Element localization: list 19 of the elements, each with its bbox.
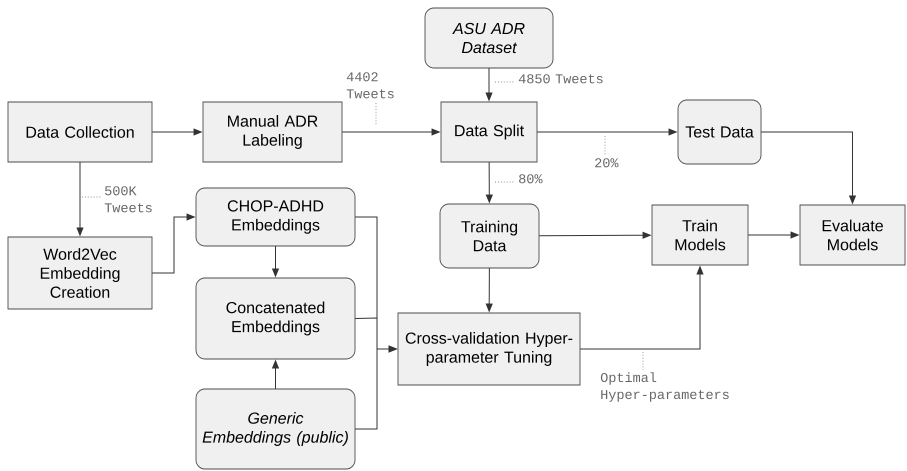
process-box: Word2Vec Embedding Creation: [8, 236, 152, 310]
process-box: Train Models: [652, 204, 748, 266]
rounded-box: Generic Embeddings (public): [196, 388, 356, 470]
process-box: Cross-validation Hyper-parameter Tuning: [398, 312, 580, 386]
rounded-box: CHOP-ADHD Embeddings: [196, 188, 356, 246]
edge-label: Optimal Hyper-parameters: [600, 372, 729, 402]
edge-label: 4402 Tweets: [346, 72, 394, 98]
edge-label: 500K Tweets: [104, 186, 152, 212]
rounded-box: Concatenated Embeddings: [196, 278, 356, 360]
process-box: Data Split: [440, 102, 538, 162]
process-box: Manual ADR Labeling: [202, 102, 342, 162]
rounded-box: Training Data: [440, 204, 540, 268]
process-box: Evaluate Models: [800, 204, 906, 266]
edge-label: 4850 Tweets: [518, 74, 603, 84]
rounded-box: ASU ADR Dataset: [424, 8, 554, 68]
process-box: Data Collection: [8, 102, 152, 162]
edge-label: 20%: [595, 158, 619, 168]
edge-label: 80%: [519, 174, 543, 184]
rounded-box: Test Data: [678, 100, 762, 164]
